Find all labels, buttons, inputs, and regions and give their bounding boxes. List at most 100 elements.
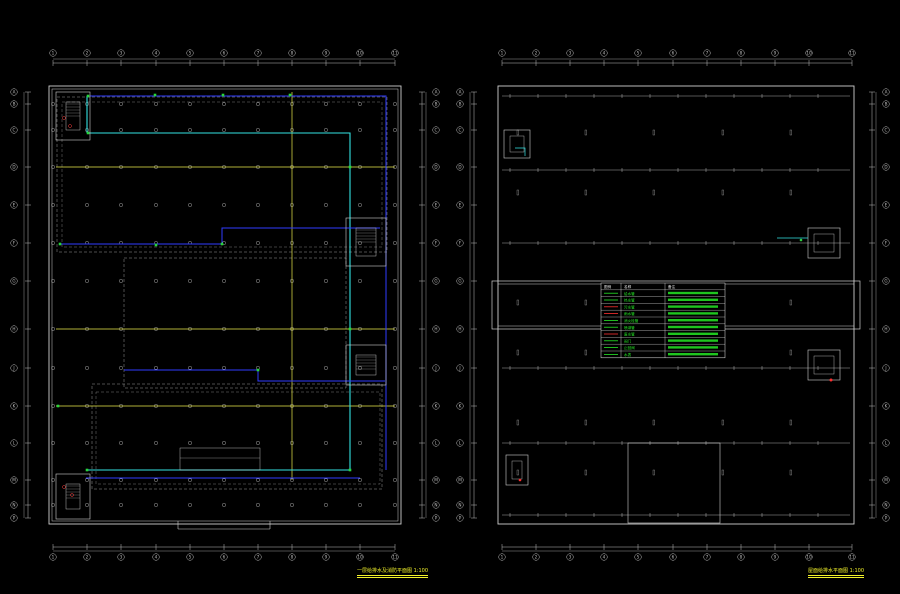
- valve-marker: [86, 131, 90, 135]
- drain-label: [516, 129, 519, 136]
- axis-bubble-circle: [10, 514, 18, 522]
- legend-name: 热水管: [624, 298, 635, 303]
- roof-outlet: [829, 378, 833, 382]
- axis-bubble-label: 11: [849, 51, 855, 56]
- column-axis-bubble: 10: [805, 553, 813, 561]
- axis-bubble-circle: [432, 514, 440, 522]
- outer-wall: [48, 85, 402, 525]
- axis-bubble-circle: [432, 88, 440, 96]
- axis-bubble-circle: [10, 126, 18, 134]
- axis-bubble-circle: [634, 49, 642, 57]
- axis-bubble-label: 6: [223, 51, 226, 56]
- legend-note-fill: [668, 305, 718, 308]
- sprinkler-pipe: [60, 227, 380, 245]
- row-axis-bubble: D: [456, 163, 464, 171]
- axis-bubble-label: 9: [774, 555, 777, 560]
- legend-name: 喷淋管: [624, 325, 635, 330]
- roof-outlet: [518, 478, 522, 482]
- column-marker: [393, 241, 397, 245]
- drain-label: [584, 469, 587, 476]
- drain-label: [789, 349, 792, 356]
- row-axis-bubble: D: [882, 163, 890, 171]
- axis-bubble-circle: [634, 553, 642, 561]
- column-marker: [51, 241, 55, 245]
- row-axis-bubble: J: [432, 364, 440, 372]
- column-marker: [324, 441, 328, 445]
- column-axis-bubble: 9: [322, 49, 330, 57]
- row-axis-bubble: K: [882, 402, 890, 410]
- column-axis-bubble: 2: [83, 49, 91, 57]
- row-axis-bubble: M: [10, 476, 18, 484]
- column-marker: [222, 478, 226, 482]
- row-axis-bubble: J: [882, 364, 890, 372]
- column-marker: [85, 203, 89, 207]
- axis-bubble-label: G: [12, 279, 15, 284]
- axis-bubble-circle: [432, 325, 440, 333]
- axis-bubble-label: D: [12, 165, 15, 170]
- column-marker: [358, 203, 362, 207]
- title-underline-2: [808, 577, 864, 578]
- axis-bubble-label: E: [885, 203, 888, 208]
- column-axis-bubble: 1: [498, 49, 506, 57]
- legend-name: 雨水管: [624, 311, 635, 316]
- column-axis-bubble: 1: [49, 49, 57, 57]
- axis-bubble-label: N: [434, 503, 437, 508]
- column-marker: [85, 366, 89, 370]
- axis-bubble-circle: [456, 100, 464, 108]
- column-marker: [358, 241, 362, 245]
- axis-bubble-label: 3: [569, 51, 572, 56]
- axis-bubble-label: 10: [806, 555, 812, 560]
- axis-bubble-circle: [10, 100, 18, 108]
- axis-bubble-label: 1: [52, 555, 55, 560]
- axis-bubble-circle: [882, 402, 890, 410]
- axis-bubble-label: F: [13, 241, 16, 246]
- axis-bubble-circle: [456, 325, 464, 333]
- axis-bubble-label: F: [459, 241, 462, 246]
- equipment-room: [55, 473, 91, 520]
- row-axis-bubble: N: [432, 501, 440, 509]
- row-axis-bubble: M: [882, 476, 890, 484]
- axis-bubble-circle: [532, 553, 540, 561]
- column-marker: [290, 503, 294, 507]
- column-axis-bubble: 9: [771, 553, 779, 561]
- axis-bubble-circle: [848, 553, 856, 561]
- row-axis-bubble: E: [456, 201, 464, 209]
- roof-stair-room: [807, 349, 841, 381]
- axis-bubble-circle: [356, 553, 364, 561]
- valve-marker: [153, 93, 157, 97]
- legend-note-fill: [668, 291, 718, 295]
- column-marker: [154, 279, 158, 283]
- row-axis-bubble: H: [882, 325, 890, 333]
- axis-bubble-label: A: [885, 90, 888, 95]
- column-marker: [222, 279, 226, 283]
- axis-bubble-label: L: [435, 441, 438, 446]
- axis-bubble-circle: [456, 476, 464, 484]
- column-marker: [256, 279, 260, 283]
- legend-table: 图例名称备注给水管热水管污水管雨水管消火栓管喷淋管废水管阀门止回阀水表: [600, 282, 726, 359]
- right-plan-title: 屋面给排水平面图 1:100: [808, 567, 864, 578]
- skylight: [627, 442, 721, 524]
- legend-header-cell: 名称: [624, 284, 632, 289]
- row-axis-bubble: P: [456, 514, 464, 522]
- legend-header-cell: 备注: [668, 284, 676, 289]
- sprinkler-pipe: [124, 369, 385, 382]
- equipment-room: [345, 344, 387, 386]
- axis-bubble-circle: [882, 239, 890, 247]
- axis-bubble-label: 5: [637, 51, 640, 56]
- axis-bubble-label: 6: [672, 51, 675, 56]
- drain-label: [516, 419, 519, 426]
- roof-stair-room: [503, 129, 531, 159]
- column-axis-bubble: 10: [805, 49, 813, 57]
- axis-bubble-circle: [456, 239, 464, 247]
- column-marker: [85, 478, 89, 482]
- column-marker: [358, 503, 362, 507]
- row-axis-bubble: A: [882, 88, 890, 96]
- drain-label: [721, 189, 724, 196]
- column-marker: [358, 279, 362, 283]
- axis-bubble-circle: [83, 553, 91, 561]
- valve-marker: [348, 327, 352, 331]
- column-axis-bubble: 8: [737, 49, 745, 57]
- column-axis-bubble: 6: [669, 553, 677, 561]
- column-axis-bubble: 7: [703, 553, 711, 561]
- axis-bubble-label: G: [884, 279, 887, 284]
